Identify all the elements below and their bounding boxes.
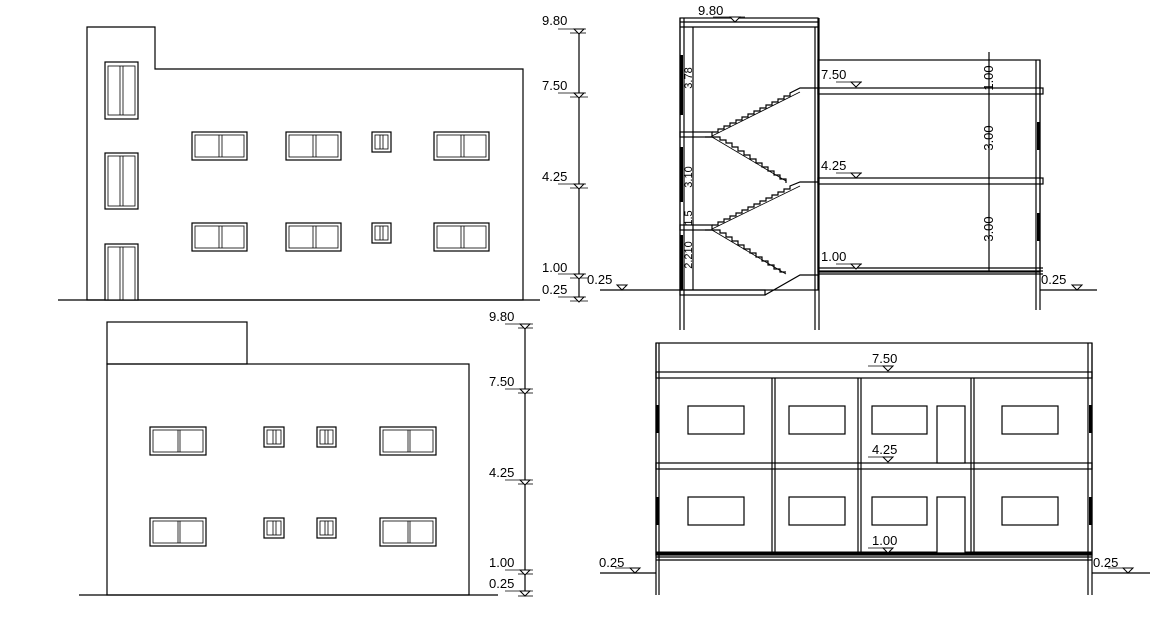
level-label: 4.25 <box>489 465 514 480</box>
longsection-floor-level: 7.50 <box>872 351 897 366</box>
stair-flight <box>705 136 787 183</box>
level-label: 7.50 <box>489 374 514 389</box>
level-label: 1.00 <box>542 260 567 275</box>
window-upper-small-1 <box>263 426 285 448</box>
vertical-dimension: 3.00 <box>981 125 996 150</box>
facade-wall <box>86 26 524 301</box>
level-label: 7.50 <box>542 78 567 93</box>
rear-level-chain <box>505 323 533 597</box>
longsection-floor-level: 4.25 <box>872 442 897 457</box>
window-lower-3 <box>433 222 490 252</box>
door-opening <box>936 405 966 464</box>
roof-structure <box>106 321 248 365</box>
opening <box>687 496 745 526</box>
window-lower-1 <box>191 222 248 252</box>
door-opening <box>936 496 966 554</box>
level-label: 0.25 <box>542 282 567 297</box>
level-label: 0.25 <box>489 576 514 591</box>
ground-level-label: 0.25 <box>587 272 612 287</box>
opening <box>871 405 928 435</box>
front-level-chain <box>558 28 640 303</box>
window-lower-2 <box>285 222 342 252</box>
window-lower-small <box>371 222 392 244</box>
stair-section <box>600 16 1097 330</box>
front-elevation: 9.80 7.50 4.25 1.00 0.25 0.25 <box>58 13 640 303</box>
stair-flight <box>705 229 786 273</box>
window-lower-2 <box>379 517 437 547</box>
window-upper-2 <box>379 426 437 456</box>
section-ground-level: 0.25 <box>1041 272 1066 287</box>
window-lower-small-2 <box>316 517 337 539</box>
stair-dimension: 2.210 <box>683 241 695 269</box>
longsection-ground-level-right: 0.25 <box>1093 555 1118 570</box>
level-label: 9.80 <box>542 13 567 28</box>
section-floor-level: 4.25 <box>821 158 846 173</box>
tower-window-top <box>104 61 139 120</box>
level-label: 9.80 <box>489 309 514 324</box>
opening <box>687 405 745 435</box>
level-label: 4.25 <box>542 169 567 184</box>
longsection-ground-level-left: 0.25 <box>599 555 624 570</box>
section-floor-level: 1.00 <box>821 249 846 264</box>
vertical-dimension: 3.00 <box>981 216 996 241</box>
opening <box>1001 496 1059 526</box>
stair-flight <box>712 181 818 226</box>
rear-elevation: 9.80 7.50 4.25 1.00 0.25 <box>79 309 533 597</box>
opening <box>1001 405 1059 435</box>
window-upper-2 <box>285 131 342 161</box>
level-label: 1.00 <box>489 555 514 570</box>
vertical-dimension: 1.00 <box>981 65 996 90</box>
floor-slab <box>655 462 1093 470</box>
stair-flight <box>712 87 818 133</box>
section-top-level: 9.80 <box>698 3 723 18</box>
stair-dimension: 3.10 <box>683 166 695 187</box>
window-upper-3 <box>433 131 490 161</box>
section-block <box>817 59 1041 273</box>
longitudinal-section <box>600 342 1150 595</box>
opening <box>871 496 928 526</box>
section-floor-level: 7.50 <box>821 67 846 82</box>
opening <box>788 405 846 435</box>
entrance-door <box>104 243 139 301</box>
stair-dimension: 3.78 <box>683 67 695 88</box>
window-upper-small-2 <box>316 426 337 448</box>
opening <box>788 496 846 526</box>
floor-slab <box>817 87 1044 95</box>
facade-wall <box>106 363 470 596</box>
window-upper-small <box>371 131 392 153</box>
window-lower-small-1 <box>263 517 285 539</box>
stair-dimension: 1.5 <box>683 210 695 225</box>
floor-slab <box>817 177 1044 185</box>
floor-slab <box>655 371 1093 379</box>
window-upper-1 <box>149 426 207 456</box>
window-lower-1 <box>149 517 207 547</box>
tower-window-middle <box>104 152 139 210</box>
longsection-floor-level: 1.00 <box>872 533 897 548</box>
window-upper-1 <box>191 131 248 161</box>
